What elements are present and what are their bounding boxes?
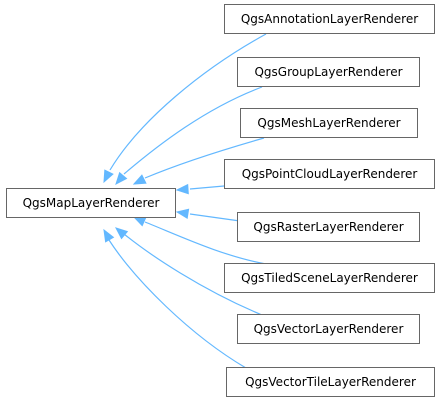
edge-mesh bbox=[132, 137, 265, 185]
edge-group-arrowhead bbox=[115, 171, 128, 186]
edge-annotation-line bbox=[109, 33, 267, 171]
node-qgsvectorlayerrenderer[interactable]: QgsVectorLayerRenderer bbox=[237, 314, 420, 344]
edge-pointcloud-arrowhead bbox=[175, 183, 189, 195]
edge-raster-arrowhead bbox=[175, 208, 190, 220]
node-qgsannotationlayerrenderer[interactable]: QgsAnnotationLayerRenderer bbox=[224, 4, 435, 34]
edge-raster-line bbox=[189, 213, 241, 222]
node-qgsvectortilelayerrenderer[interactable]: QgsVectorTileLayerRenderer bbox=[226, 367, 435, 397]
edge-pointcloud bbox=[175, 183, 225, 195]
edge-annotation bbox=[103, 33, 267, 184]
edge-tiledscene-line bbox=[144, 221, 267, 265]
edge-annotation-arrowhead bbox=[103, 169, 114, 184]
edge-vectortile-arrowhead bbox=[103, 228, 115, 243]
edge-raster bbox=[175, 208, 241, 222]
edge-mesh-line bbox=[144, 137, 265, 179]
edge-pointcloud-line bbox=[189, 185, 225, 190]
edge-vector bbox=[114, 227, 263, 316]
edge-vectortile bbox=[103, 228, 247, 369]
node-qgsgrouplayerrenderer[interactable]: QgsGroupLayerRenderer bbox=[237, 57, 420, 87]
edge-vectortile-line bbox=[108, 239, 247, 369]
node-qgsmeshlayerrenderer[interactable]: QgsMeshLayerRenderer bbox=[240, 108, 418, 138]
node-qgsmaplayerrenderer[interactable]: QgsMapLayerRenderer bbox=[6, 188, 176, 218]
edge-vector-arrowhead bbox=[114, 227, 129, 240]
node-qgspointcloudlayerrenderer[interactable]: QgsPointCloudLayerRenderer bbox=[224, 159, 435, 189]
edge-vector-line bbox=[123, 233, 263, 316]
edge-mesh-arrowhead bbox=[132, 174, 147, 185]
edge-tiledscene-arrowhead bbox=[132, 216, 147, 227]
edge-group-line bbox=[123, 86, 263, 175]
edge-group bbox=[115, 86, 263, 186]
node-qgsrasterlayerrenderer[interactable]: QgsRasterLayerRenderer bbox=[237, 212, 420, 242]
node-qgstiledscenelayerrenderer[interactable]: QgsTiledSceneLayerRenderer bbox=[224, 263, 435, 293]
